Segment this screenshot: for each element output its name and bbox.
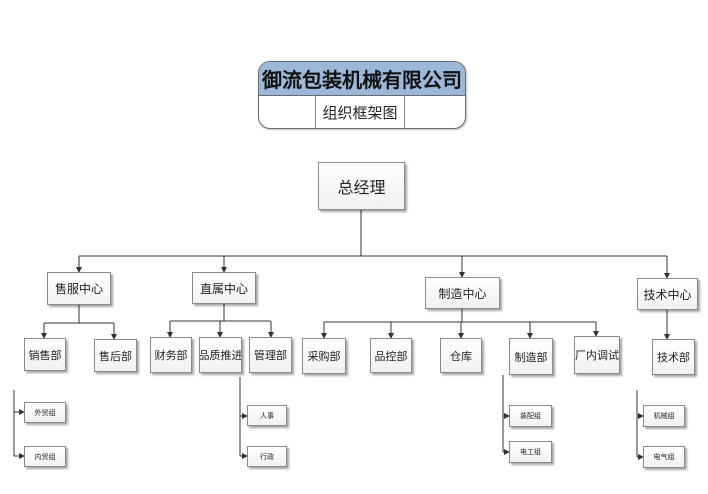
node-sales-service-center: 售服中心 [47, 272, 111, 305]
node-domestic-trade-group: 内贸组 [24, 446, 66, 467]
diagram-subtitle: 组织框架图 [322, 103, 398, 122]
node-general-manager: 总经理 [318, 162, 405, 210]
company-name: 御流包装机械有限公司 [259, 62, 465, 96]
node-admin-group: 行政 [247, 446, 287, 467]
node-finance-dept: 财务部 [150, 337, 192, 373]
node-assembly-group: 装配组 [509, 405, 552, 427]
title-divider-right [404, 96, 405, 128]
node-electrical-work-group: 电工组 [509, 441, 552, 463]
node-after-sales-dept: 售后部 [94, 339, 137, 372]
node-quality-control-dept: 品控部 [370, 338, 412, 373]
title-block: 御流包装机械有限公司 组织框架图 [258, 61, 466, 129]
node-manufacturing-dept: 制造部 [509, 338, 553, 375]
node-hr-group: 人事 [247, 405, 287, 426]
node-direct-center: 直属中心 [192, 272, 256, 304]
node-management-dept: 管理部 [249, 337, 292, 373]
node-technology-center: 技术中心 [637, 278, 698, 310]
title-divider-left [315, 96, 316, 128]
node-mechanical-group: 机械组 [643, 405, 685, 427]
node-purchasing-dept: 采购部 [302, 338, 346, 374]
node-factory-debug: 厂内调试 [574, 336, 620, 374]
node-foreign-trade-group: 外贸组 [24, 402, 66, 423]
title-subrow: 组织框架图 [259, 96, 465, 128]
node-warehouse: 仓库 [440, 338, 482, 373]
node-quality-promotion: 品质推进 [199, 337, 242, 373]
node-manufacturing-center: 制造中心 [425, 277, 500, 309]
node-electrical-group: 电气组 [643, 446, 685, 468]
node-sales-dept: 销售部 [24, 338, 66, 371]
node-technology-dept: 技术部 [652, 339, 695, 375]
